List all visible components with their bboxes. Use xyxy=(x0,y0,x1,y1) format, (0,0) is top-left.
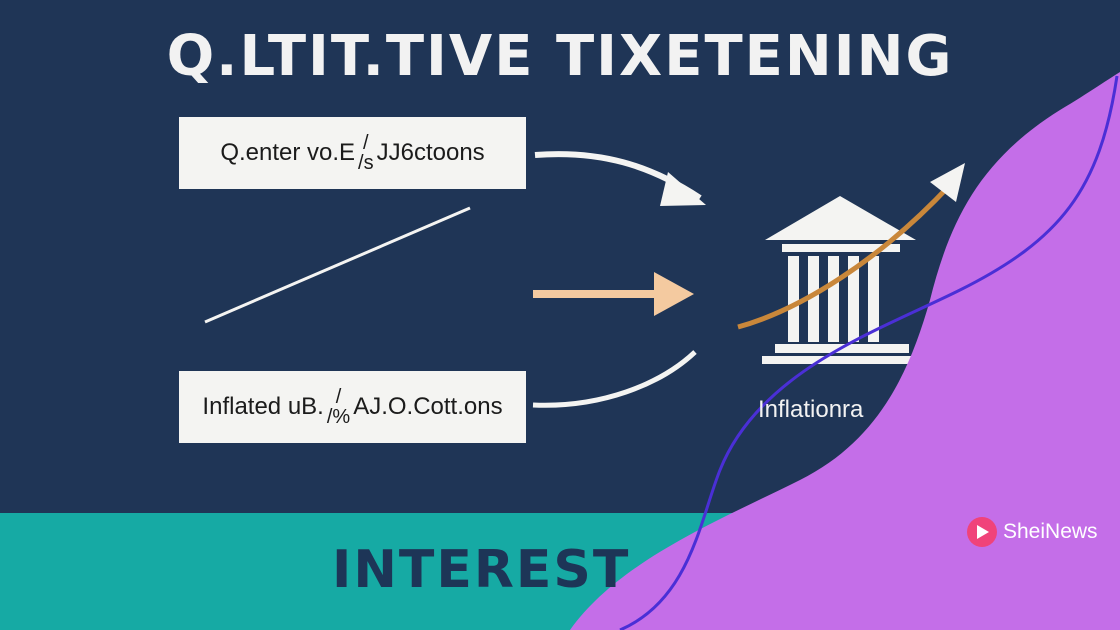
label-box-bottom: Inflated uB. / /% AJ.O.Cott.ons xyxy=(179,371,526,443)
trend-arrow xyxy=(737,183,952,330)
box-top-text-before: Q.enter vo.E xyxy=(220,139,356,166)
box-top-frac-num: / xyxy=(363,132,369,154)
box-bottom-text-after: AJ.O.Cott.ons xyxy=(353,393,503,420)
purple-wave xyxy=(570,72,1120,630)
box-top-text-after: JJ6ctoons xyxy=(376,139,485,166)
box-top-fraction: / /s xyxy=(358,133,374,173)
diagonal-line xyxy=(204,206,471,324)
box-bottom-text-before: Inflated uB. xyxy=(202,393,324,420)
play-icon xyxy=(967,517,997,547)
arrowhead-top xyxy=(660,172,706,206)
box-bottom-frac-den: /% xyxy=(326,406,351,428)
label-box-top: Q.enter vo.E / /s JJ6ctoons xyxy=(179,117,526,189)
peach-arrowhead xyxy=(654,272,694,316)
brand-logo[interactable]: SheiNews xyxy=(967,517,1098,547)
box-bottom-fraction: / /% xyxy=(327,387,350,427)
trend-arrowhead xyxy=(930,163,965,202)
band-label: INTEREST xyxy=(332,540,631,600)
purple-wave-line xyxy=(619,75,1119,630)
institution-label: Inflationra xyxy=(758,396,864,423)
page-title: Q.LTIT.TIVE TIXETENING xyxy=(166,24,954,89)
box-bottom-frac-num: / xyxy=(335,386,342,408)
box-top-frac-den: /s xyxy=(358,152,374,174)
brand-name: SheiNews xyxy=(1003,520,1098,543)
curved-line-bottom xyxy=(532,350,697,408)
